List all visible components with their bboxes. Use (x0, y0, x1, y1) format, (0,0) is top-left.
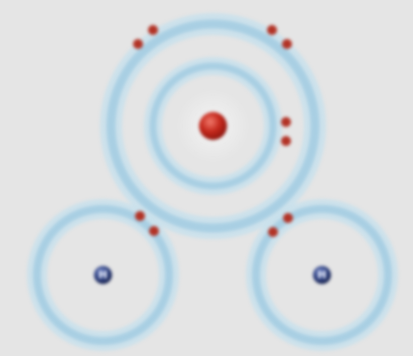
electron (281, 136, 291, 146)
hydrogen-left-label: H (98, 269, 107, 282)
hydrogen-right-label: H (317, 269, 326, 282)
electron (133, 39, 143, 49)
electron (149, 226, 159, 236)
electron (135, 211, 145, 221)
oxygen-nucleus (199, 112, 227, 140)
electron (281, 117, 291, 127)
electron (282, 39, 292, 49)
lone-pair-right (281, 117, 291, 146)
hydrogen-left-atom: H (37, 209, 169, 341)
electron (283, 213, 293, 223)
electron (267, 25, 277, 35)
electron (148, 25, 158, 35)
electron (268, 227, 278, 237)
